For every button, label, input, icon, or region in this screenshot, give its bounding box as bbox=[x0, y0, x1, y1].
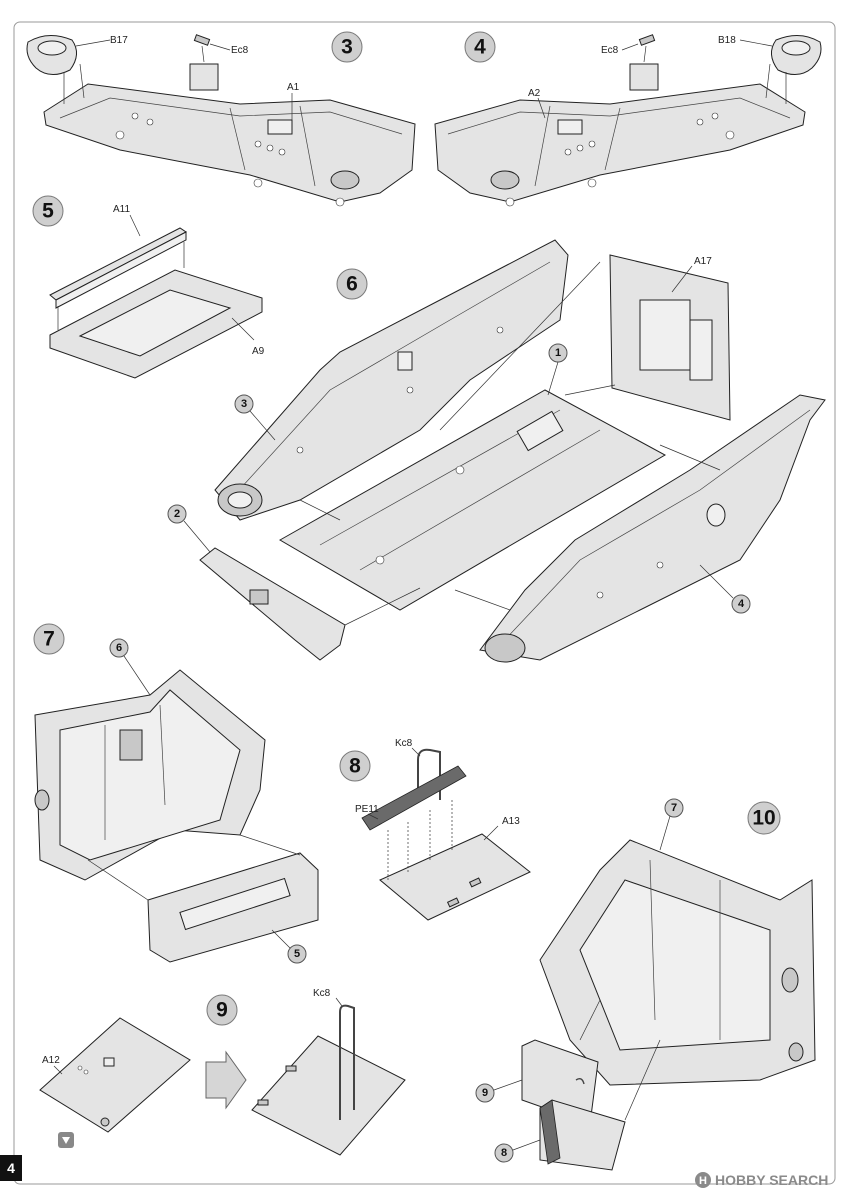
page-number: 4 bbox=[7, 1160, 15, 1176]
sub-badge-8 bbox=[494, 1143, 514, 1163]
part-kc8-drawing bbox=[417, 748, 441, 800]
sub-number-8: 8 bbox=[501, 1147, 507, 1159]
part-side-wall-right bbox=[479, 394, 826, 661]
step-8-badge bbox=[339, 750, 371, 782]
step-9-number: 9 bbox=[216, 999, 228, 1022]
step-7-number: 7 bbox=[43, 628, 55, 651]
step-6-number: 6 bbox=[346, 273, 358, 296]
label-pe11: PE11 bbox=[355, 804, 379, 815]
label-a12: A12 bbox=[42, 1055, 60, 1066]
step-5-number: 5 bbox=[42, 200, 54, 223]
label-ec8-step4: Ec8 bbox=[601, 45, 619, 56]
label-b18: B18 bbox=[718, 35, 736, 46]
watermark-logo: H bbox=[699, 1175, 707, 1187]
sub-number-3: 3 bbox=[241, 398, 247, 410]
watermark: H HOBBY SEARCH bbox=[695, 1172, 828, 1188]
part-a12-drawing bbox=[39, 1017, 191, 1133]
sub-number-4: 4 bbox=[738, 598, 745, 610]
step-9: 9 A12 Kc8 bbox=[39, 988, 406, 1156]
step-3-badge bbox=[331, 31, 363, 63]
step-3-number: 3 bbox=[341, 36, 353, 59]
sub-badge-4 bbox=[731, 594, 751, 614]
part-ec8-drawing-step4 bbox=[638, 34, 656, 46]
part-a13-drawing bbox=[379, 833, 531, 921]
sub-number-5: 5 bbox=[294, 948, 300, 960]
step-10: 10 7 9 8 bbox=[475, 798, 816, 1171]
label-kc8-step8: Kc8 bbox=[395, 738, 413, 749]
label-a11: A11 bbox=[113, 204, 130, 215]
step-4-number: 4 bbox=[474, 36, 486, 59]
part-pe11-drawing bbox=[361, 765, 467, 831]
sub-number-1: 1 bbox=[555, 347, 561, 359]
label-a2: A2 bbox=[528, 88, 541, 99]
step-8-number: 8 bbox=[349, 755, 361, 778]
part-kc8-drawing-step9 bbox=[339, 1004, 355, 1120]
sub-badge-3 bbox=[234, 394, 254, 414]
step-10-number: 10 bbox=[752, 807, 775, 830]
watermark-text: HOBBY SEARCH bbox=[715, 1172, 828, 1188]
label-b17: B17 bbox=[110, 35, 128, 46]
step-6-badge bbox=[336, 268, 368, 300]
sub-number-2: 2 bbox=[174, 508, 180, 520]
step-7: 7 6 5 bbox=[33, 623, 319, 964]
label-a1: A1 bbox=[287, 82, 300, 93]
part-a1-drawing bbox=[43, 83, 416, 203]
sub-number-7: 7 bbox=[671, 802, 677, 814]
step-8: 8 Kc8 PE11 A13 bbox=[339, 738, 531, 921]
step-5-badge bbox=[32, 195, 64, 227]
sub-badge-9 bbox=[475, 1083, 495, 1103]
step-7-badge bbox=[33, 623, 65, 655]
page-frame bbox=[13, 21, 836, 1185]
step-4-badge bbox=[464, 31, 496, 63]
flip-over-icon bbox=[58, 1132, 74, 1148]
sub-number-6: 6 bbox=[116, 642, 122, 654]
step-10-badge bbox=[747, 801, 781, 835]
sub-badge-7 bbox=[664, 798, 684, 818]
part-front-2 bbox=[199, 547, 346, 661]
label-a9: A9 bbox=[252, 346, 265, 357]
step-5: 5 A11 A9 bbox=[32, 195, 265, 379]
next-arrow-icon bbox=[205, 1050, 247, 1110]
page-number-box bbox=[0, 1155, 22, 1181]
label-a13: A13 bbox=[502, 816, 520, 827]
part-a12-with-handle bbox=[251, 1035, 406, 1156]
part-ec8-drawing bbox=[193, 34, 211, 46]
sub-badge-6 bbox=[109, 638, 129, 658]
step-3: 3 B17 Ec8 A1 bbox=[26, 31, 416, 207]
part-door-9 bbox=[521, 1039, 599, 1125]
step-9-badge bbox=[206, 994, 238, 1026]
label-a17: A17 bbox=[694, 256, 712, 267]
part-floor-1 bbox=[278, 389, 667, 611]
step-4: 4 B18 Ec8 A2 bbox=[434, 31, 822, 207]
step-6: 6 A17 bbox=[167, 239, 826, 663]
label-kc8-step9: Kc8 bbox=[313, 988, 331, 999]
label-ec8-step3: Ec8 bbox=[231, 45, 249, 56]
sub-badge-5 bbox=[287, 944, 307, 964]
sub-badge-2 bbox=[167, 504, 187, 524]
sub-number-9: 9 bbox=[482, 1087, 488, 1099]
part-a2-drawing bbox=[434, 83, 806, 203]
